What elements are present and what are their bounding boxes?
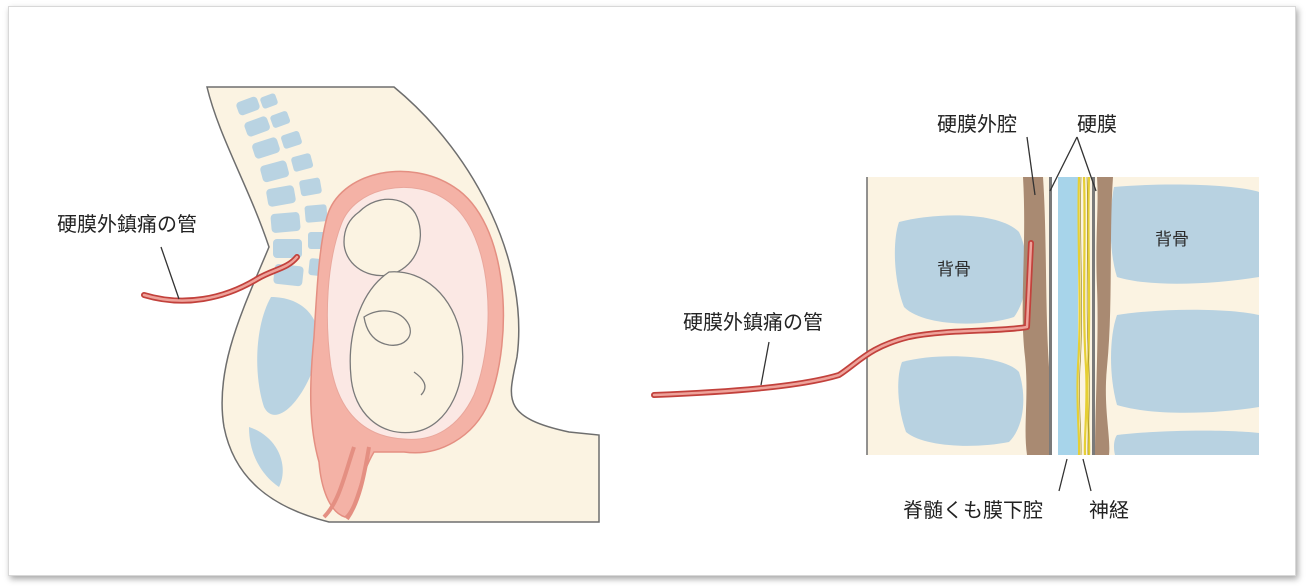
left-catheter-label: 硬膜外鎮痛の管 [57, 212, 197, 236]
right-vertebra-middle [1111, 310, 1259, 413]
nerve-label: 神経 [1089, 498, 1129, 522]
dura-left-layer [1049, 177, 1052, 455]
illustration-frame: 硬膜外鎮痛の管 [8, 6, 1296, 576]
pregnant-torso-illustration: 硬膜外鎮痛の管 [57, 87, 599, 522]
epidural-space-label: 硬膜外腔 [937, 112, 1017, 136]
right-catheter-label: 硬膜外鎮痛の管 [683, 310, 823, 334]
vertebra-label-left: 背骨 [937, 260, 971, 280]
epidural-anesthesia-diagram: 硬膜外鎮痛の管 [9, 7, 1297, 577]
vertebra-label-right: 背骨 [1155, 230, 1189, 250]
spinal-section-illustration: 硬膜外鎮痛の管 硬膜外腔 硬膜 背骨 背骨 脊髄くも膜下腔 神経 [654, 112, 1259, 522]
right-vertebra-lower [1114, 431, 1259, 455]
dura-label: 硬膜 [1077, 112, 1117, 136]
csf-space [1058, 177, 1078, 455]
subarachnoid-space-label: 脊髄くも膜下腔 [903, 498, 1043, 522]
left-catheter-leader [161, 247, 179, 299]
left-vertebra-lower [898, 356, 1023, 446]
